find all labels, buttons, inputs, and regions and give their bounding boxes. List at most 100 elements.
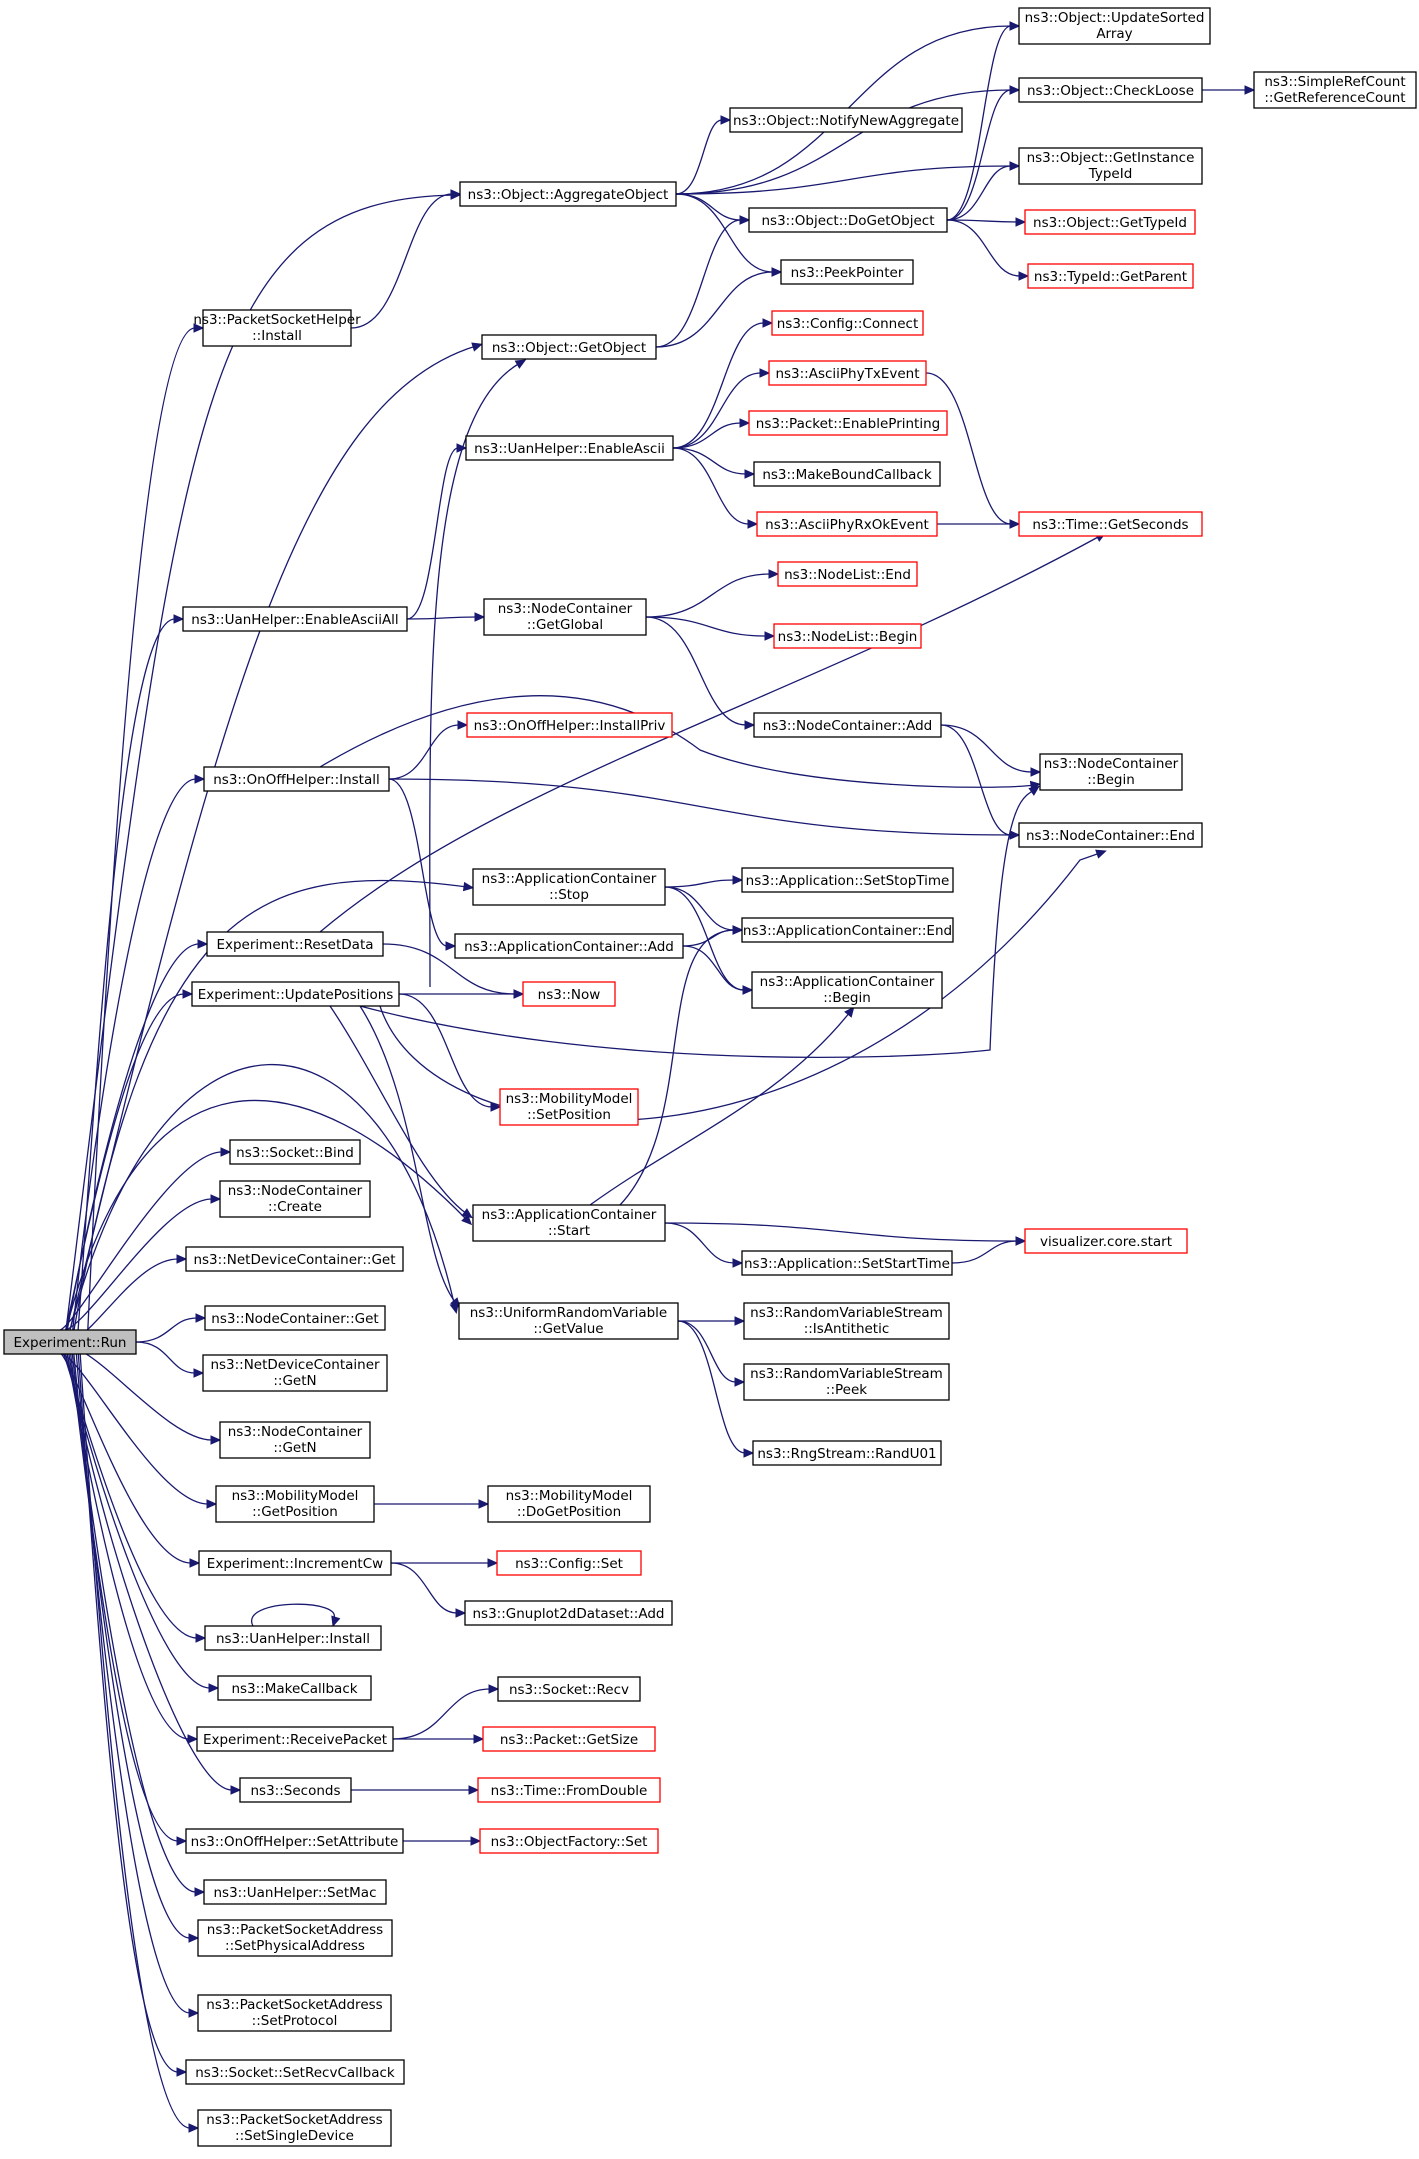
- node-run[interactable]: Experiment::Run: [3, 1329, 137, 1355]
- node-acend[interactable]: ns3::ApplicationContainer::End: [741, 917, 954, 943]
- node-appstart[interactable]: ns3::Application::SetStartTime: [741, 1250, 953, 1276]
- node-randu01[interactable]: ns3::RngStream::RandU01: [752, 1440, 942, 1466]
- node-onoffinst[interactable]: ns3::OnOffHelper::Install: [203, 766, 390, 792]
- node-label: ::GetReferenceCount: [1264, 90, 1405, 106]
- node-aggobj[interactable]: ns3::Object::AggregateObject: [459, 181, 677, 207]
- node-box: [741, 917, 954, 943]
- node-nlbegin[interactable]: ns3::NodeList::Begin: [773, 623, 922, 649]
- node-psasetsingle[interactable]: ns3::PacketSocketAddress::SetSingleDevic…: [197, 2109, 392, 2147]
- node-acstart[interactable]: ns3::ApplicationContainer::Start: [472, 1204, 666, 1242]
- node-ncadd[interactable]: ns3::NodeContainer::Add: [753, 712, 942, 738]
- edge-inccw-to-gpadd: [390, 1562, 467, 1618]
- node-box: [729, 107, 963, 133]
- edge-appstart-to-vizstart: [951, 1236, 1027, 1264]
- node-label: ns3::PacketSocketHelper: [193, 312, 361, 328]
- node-appstop[interactable]: ns3::Application::SetStopTime: [741, 867, 954, 893]
- edge-mmgetpos-to-mmdogetpos: [374, 1499, 490, 1509]
- node-uanascii[interactable]: ns3::UanHelper::EnableAscii: [465, 435, 674, 461]
- node-label: ns3::OnOffHelper::SetAttribute: [191, 1834, 399, 1850]
- node-recvpkt[interactable]: Experiment::ReceivePacket: [196, 1726, 394, 1752]
- node-asciitx[interactable]: ns3::AsciiPhyTxEvent: [768, 360, 927, 386]
- node-inccw[interactable]: Experiment::IncrementCw: [198, 1550, 392, 1576]
- node-simpleref[interactable]: ns3::SimpleRefCount::GetReferenceCount: [1253, 71, 1417, 109]
- node-psasetphys[interactable]: ns3::PacketSocketAddress::SetPhysicalAdd…: [197, 1919, 393, 1957]
- edge-uanascii-to-mkbound: [672, 447, 756, 479]
- edge-ncglobal-to-nlend: [645, 569, 780, 618]
- node-acbegin[interactable]: ns3::ApplicationContainer::Begin: [751, 971, 943, 1009]
- node-getparent[interactable]: ns3::TypeId::GetParent: [1027, 263, 1194, 289]
- node-socksetrecv[interactable]: ns3::Socket::SetRecvCallback: [185, 2059, 405, 2085]
- node-getobj[interactable]: ns3::Object::GetObject: [481, 334, 657, 360]
- node-box: [202, 309, 352, 347]
- node-ndcget[interactable]: ns3::NetDeviceContainer::Get: [185, 1246, 404, 1272]
- node-nccreate[interactable]: ns3::NodeContainer::Create: [219, 1180, 371, 1218]
- node-label: ns3::UanHelper::SetMac: [214, 1885, 377, 1901]
- edge-dogetobj-to-gettypeid: [946, 217, 1027, 227]
- node-label: ns3::NodeContainer::End: [1026, 828, 1195, 844]
- node-label: ns3::Application::SetStopTime: [746, 873, 950, 889]
- node-asciirx[interactable]: ns3::AsciiPhyRxOkEvent: [756, 511, 938, 537]
- node-getsec[interactable]: ns3::Time::GetSeconds: [1018, 511, 1203, 537]
- node-ncbegin[interactable]: ns3::NodeContainer::Begin: [1039, 753, 1183, 791]
- node-label: ::Stop: [549, 887, 589, 903]
- node-fromdouble[interactable]: ns3::Time::FromDouble: [477, 1777, 661, 1803]
- node-sockrecv[interactable]: ns3::Socket::Recv: [497, 1676, 641, 1702]
- node-onoffsetattr[interactable]: ns3::OnOffHelper::SetAttribute: [185, 1828, 404, 1854]
- node-mmgetpos[interactable]: ns3::MobilityModel::GetPosition: [215, 1485, 375, 1523]
- edge-aggobj-to-notifyagg: [675, 115, 732, 195]
- node-sockbind[interactable]: ns3::Socket::Bind: [229, 1139, 361, 1165]
- node-ncend[interactable]: ns3::NodeContainer::End: [1018, 822, 1203, 848]
- node-uaninst[interactable]: ns3::UanHelper::Install: [204, 1625, 382, 1651]
- edge-ncadd-to-ncend: [940, 724, 1021, 840]
- node-box: [1027, 263, 1194, 289]
- node-psasetproto[interactable]: ns3::PacketSocketAddress::SetProtocol: [197, 1994, 392, 2032]
- node-label: ns3::PeekPointer: [791, 265, 904, 281]
- node-box: [217, 1675, 372, 1701]
- edge-run-to-acstart: [65, 1099, 473, 1331]
- node-mmsetpos[interactable]: ns3::MobilityModel::SetPosition: [499, 1088, 639, 1126]
- node-gettypeid[interactable]: ns3::Object::GetTypeId: [1024, 209, 1196, 235]
- node-seconds[interactable]: ns3::Seconds: [239, 1777, 352, 1803]
- node-acadd[interactable]: ns3::ApplicationContainer::Add: [454, 933, 684, 959]
- node-vizstart[interactable]: visualizer.core.start: [1024, 1228, 1188, 1254]
- node-pktsize[interactable]: ns3::Packet::GetSize: [482, 1726, 656, 1752]
- node-checkloose[interactable]: ns3::Object::CheckLoose: [1018, 77, 1203, 103]
- edge-checkloose-to-simpleref: [1202, 85, 1256, 95]
- node-cfgset[interactable]: ns3::Config::Set: [496, 1550, 642, 1576]
- node-box: [748, 410, 948, 436]
- node-ndcgetn[interactable]: ns3::NetDeviceContainer::GetN: [202, 1354, 388, 1392]
- node-pktprint[interactable]: ns3::Packet::EnablePrinting: [748, 410, 948, 436]
- node-label: ns3::RandomVariableStream: [750, 1366, 943, 1382]
- node-notifyagg[interactable]: ns3::Object::NotifyNewAggregate: [729, 107, 963, 133]
- edge-asciitx-to-getsec: [925, 372, 1021, 529]
- node-gpadd[interactable]: ns3::Gnuplot2dDataset::Add: [464, 1600, 673, 1626]
- edge-inccw-to-cfgset: [391, 1558, 499, 1568]
- node-peekptr[interactable]: ns3::PeekPointer: [780, 259, 914, 285]
- node-mmdogetpos[interactable]: ns3::MobilityModel::DoGetPosition: [487, 1485, 651, 1523]
- edge-uanasciiall-to-uanascii: [406, 443, 468, 620]
- node-dogetobj[interactable]: ns3::Object::DoGetObject: [748, 207, 948, 233]
- node-uanasciiall[interactable]: ns3::UanHelper::EnableAsciiAll: [182, 606, 408, 632]
- node-box: [487, 1485, 651, 1523]
- node-now[interactable]: ns3::Now: [522, 981, 616, 1007]
- node-ofset[interactable]: ns3::ObjectFactory::Set: [479, 1828, 659, 1854]
- node-oninstpriv[interactable]: ns3::OnOffHelper::InstallPriv: [466, 712, 673, 738]
- node-ncglobal[interactable]: ns3::NodeContainer::GetGlobal: [483, 598, 647, 636]
- node-updpos[interactable]: Experiment::UpdatePositions: [191, 981, 400, 1007]
- node-cfgconnect[interactable]: ns3::Config::Connect: [771, 310, 924, 336]
- node-uansetmac[interactable]: ns3::UanHelper::SetMac: [203, 1879, 387, 1905]
- node-pshinstall[interactable]: ns3::PacketSocketHelper::Install: [193, 309, 361, 347]
- node-resetdata[interactable]: Experiment::ResetData: [206, 931, 384, 957]
- node-rvspeek[interactable]: ns3::RandomVariableStream::Peek: [743, 1363, 950, 1401]
- node-ncget[interactable]: ns3::NodeContainer::Get: [204, 1305, 386, 1331]
- node-mkbound[interactable]: ns3::MakeBoundCallback: [753, 461, 941, 487]
- node-rvsanti[interactable]: ns3::RandomVariableStream::IsAntithetic: [743, 1302, 950, 1340]
- node-ncgetn[interactable]: ns3::NodeContainer::GetN: [219, 1421, 371, 1459]
- node-nlend[interactable]: ns3::NodeList::End: [777, 561, 918, 587]
- node-acstop[interactable]: ns3::ApplicationContainer::Stop: [472, 868, 666, 906]
- edge-updpos-to-mmsetpos: [398, 993, 502, 1112]
- node-urvget[interactable]: ns3::UniformRandomVariable::GetValue: [458, 1302, 679, 1340]
- node-mkcb[interactable]: ns3::MakeCallback: [217, 1675, 372, 1701]
